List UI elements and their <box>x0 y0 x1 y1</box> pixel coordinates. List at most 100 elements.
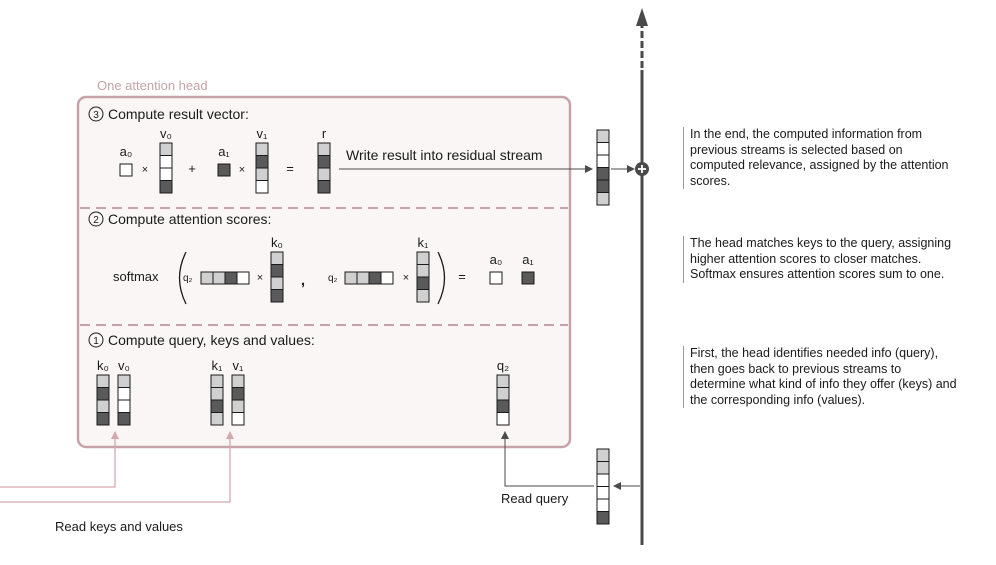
k1-vector-scores <box>416 251 430 303</box>
read-keys-values-arrow-k0 <box>0 431 119 488</box>
v1-vector <box>255 142 269 194</box>
label-r: r <box>322 126 327 141</box>
right-paren <box>437 251 446 305</box>
q2-vector-qkv-cell <box>496 374 510 388</box>
v0-vector-qkv-cell <box>117 412 131 426</box>
attention-head-box <box>76 95 572 449</box>
k0-vector-qkv-cell <box>96 387 110 401</box>
query-horizontal-1-cell <box>212 271 226 285</box>
label-v1: v₁ <box>257 126 269 141</box>
label-a1-result: a₁ <box>218 144 230 159</box>
softmax-label: softmax <box>113 269 159 284</box>
comma-sign: , <box>301 272 305 289</box>
v0-vector <box>159 142 173 194</box>
k0-vector-scores-cell <box>270 289 284 303</box>
query-horizontal-1-cell <box>224 271 238 285</box>
label-v1-qkv: v₁ <box>233 358 245 373</box>
v1-vector-cell <box>255 180 269 194</box>
equals-sign-2: = <box>458 269 466 284</box>
label-a0-result: a₀ <box>120 144 133 159</box>
k1-vector-qkv-cell <box>210 412 224 426</box>
write-result-label: Write result into residual stream <box>346 147 543 163</box>
v0-vector-qkv-cell <box>117 399 131 413</box>
label-q2: q₂ <box>497 358 509 373</box>
query-horizontal-1-cell <box>200 271 214 285</box>
label-v0: v₀ <box>160 126 172 141</box>
r-vector-cell <box>317 167 331 181</box>
label-k1-scores: k₁ <box>418 235 430 250</box>
result-stream-vector-cell <box>596 142 610 156</box>
read-query-label: Read query <box>501 491 569 506</box>
head-label: One attention head <box>97 78 208 93</box>
a1-scalar-result-cell <box>217 163 231 177</box>
k1-vector-scores-cell <box>416 289 430 303</box>
label-k0-qkv: k₀ <box>97 358 109 373</box>
v0-vector-qkv-cell <box>117 387 131 401</box>
k0-vector-qkv-cell <box>96 374 110 388</box>
query-horizontal-1-cell <box>236 271 250 285</box>
times-sign-4: × <box>403 272 409 284</box>
result-stream-vector-cell <box>596 179 610 193</box>
query-horizontal-2-cell <box>368 271 382 285</box>
query-stream-vector-cell <box>596 498 610 512</box>
v0-vector-cell <box>159 142 173 156</box>
k1-vector-qkv <box>210 374 224 426</box>
step-2-title: Compute attention scores: <box>108 211 271 227</box>
result-stream-vector <box>596 129 610 206</box>
k0-vector-scores <box>270 251 284 303</box>
k1-vector-scores-cell <box>416 264 430 278</box>
label-a1-scores: a₁ <box>522 252 534 267</box>
note-scores: The head matches keys to the query, assi… <box>683 236 960 283</box>
v0-vector-cell <box>159 167 173 181</box>
step-1-title: Compute query, keys and values: <box>108 332 315 348</box>
a1-scalar-scores-cell <box>521 271 535 285</box>
q2-vector-qkv-cell <box>496 387 510 401</box>
label-a0-scores: a₀ <box>490 252 503 267</box>
query-horizontal-2-cell <box>344 271 358 285</box>
k0-vector-scores-cell <box>270 264 284 278</box>
v1-vector-cell <box>255 167 269 181</box>
v1-vector-qkv-cell <box>231 399 245 413</box>
a0-scalar-result-cell <box>119 163 133 177</box>
times-sign-3: × <box>257 272 263 284</box>
v0-vector-qkv <box>117 374 131 426</box>
k0-vector-scores-cell <box>270 251 284 265</box>
r-vector <box>317 142 331 194</box>
note-result: In the end, the computed information fro… <box>683 127 960 189</box>
label-k0-scores: k₀ <box>271 235 283 250</box>
k1-vector-qkv-cell <box>210 374 224 388</box>
arrow-up-icon <box>636 8 648 26</box>
result-stream-vector-cell <box>596 154 610 168</box>
step-3-title: Compute result vector: <box>108 106 249 122</box>
v1-vector-qkv-cell <box>231 412 245 426</box>
q2-vector-qkv <box>496 374 510 426</box>
v0-vector-qkv-cell <box>117 374 131 388</box>
a0-scalar-scores-cell <box>489 271 503 285</box>
a0-scalar-scores <box>489 271 503 285</box>
step-2-circle <box>88 211 104 227</box>
v1-vector-cell <box>255 155 269 169</box>
query-horizontal-2 <box>344 271 394 285</box>
k0-vector-scores-cell <box>270 276 284 290</box>
query-stream-vector-cell <box>596 486 610 500</box>
left-paren <box>178 251 187 305</box>
query-label-inline-2: q₂ <box>328 273 338 284</box>
k0-vector-qkv-cell <box>96 412 110 426</box>
a1-scalar-result <box>217 163 231 177</box>
k0-vector-qkv <box>96 374 110 426</box>
k1-vector-scores-cell <box>416 276 430 290</box>
v1-vector-cell <box>255 142 269 156</box>
query-stream-vector <box>596 448 610 525</box>
step-3-circle <box>88 106 104 122</box>
plus-sign: + <box>188 161 196 176</box>
k1-vector-scores-cell <box>416 251 430 265</box>
k0-vector-qkv-cell <box>96 399 110 413</box>
times-sign-1: × <box>142 164 148 176</box>
times-sign-2: × <box>239 164 245 176</box>
v1-vector-qkv-cell <box>231 387 245 401</box>
step-3-number: 3 <box>93 110 99 121</box>
query-horizontal-2-cell <box>380 271 394 285</box>
query-horizontal-2-cell <box>356 271 370 285</box>
result-stream-vector-cell <box>596 167 610 181</box>
k1-vector-qkv-cell <box>210 399 224 413</box>
